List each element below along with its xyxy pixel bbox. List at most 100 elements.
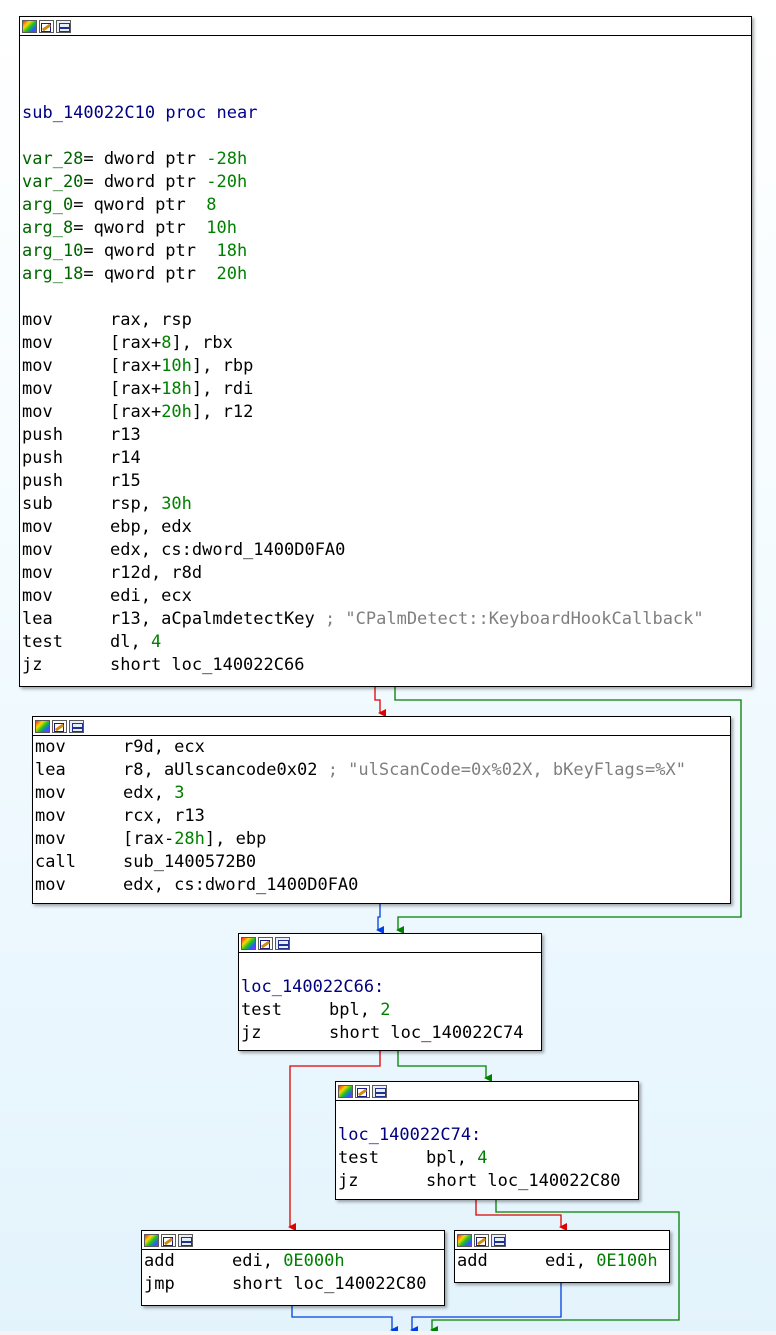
operands: short loc_140022C80	[232, 1274, 427, 1294]
operands: short loc_140022C74	[329, 1023, 524, 1043]
block-label[interactable]: loc_140022C66:	[241, 977, 385, 997]
immediate: 0E000h	[283, 1251, 345, 1271]
immediate: 28h	[174, 829, 205, 849]
instruction-line[interactable]: mov[rax-28h], ebp	[35, 828, 730, 851]
instruction-line[interactable]: mov[rax+10h], rbp	[22, 355, 751, 378]
operands: r9d, ecx	[123, 737, 205, 757]
immediate: 8	[161, 333, 172, 353]
graph-icon[interactable]	[56, 19, 71, 33]
edit-icon[interactable]	[474, 1233, 489, 1247]
graph-icon[interactable]	[491, 1233, 506, 1247]
mnemonic: jz	[241, 1023, 262, 1043]
blank-line	[241, 953, 541, 976]
mnemonic: mov	[22, 586, 53, 606]
operands: edi,	[545, 1251, 597, 1271]
instruction-line[interactable]: mov[rax+8], rbx	[22, 332, 751, 355]
block-label[interactable]: loc_140022C74:	[338, 1125, 482, 1145]
operands: [rax+	[110, 402, 162, 422]
mnemonic: mov	[22, 310, 53, 330]
var-name[interactable]: arg_8	[22, 218, 74, 238]
edit-icon[interactable]	[52, 719, 67, 733]
instruction-line[interactable]: jz short loc_140022C74	[241, 1022, 541, 1045]
operands-tail: ], r12	[191, 402, 254, 422]
var-name[interactable]: arg_0	[22, 195, 74, 215]
graph-icon[interactable]	[275, 936, 290, 950]
color-icon[interactable]	[35, 719, 50, 733]
proc-name[interactable]: sub_140022C10	[22, 103, 156, 123]
edge-b1-false	[374, 686, 386, 717]
blank-space	[22, 36, 751, 102]
mnemonic: lea	[22, 609, 53, 629]
var-name[interactable]: arg_10	[22, 241, 84, 261]
edit-icon[interactable]	[355, 1084, 370, 1098]
mnemonic: jz	[338, 1171, 359, 1191]
code-block-sub-140022c10[interactable]: sub_140022C10 proc near var_28= dword pt…	[19, 16, 752, 687]
color-icon[interactable]	[338, 1084, 353, 1098]
var-name[interactable]: arg_18	[22, 264, 84, 284]
mnemonic: push	[22, 425, 63, 445]
operands-tail: ], rbp	[191, 356, 254, 376]
block-header	[142, 1231, 444, 1250]
proc-line: sub_140022C10 proc near	[22, 102, 751, 125]
mnemonic: mov	[35, 806, 66, 826]
edge-b4-false	[475, 1199, 567, 1231]
var-line: var_20= dword ptr -20h	[22, 171, 751, 194]
edit-icon[interactable]	[39, 19, 54, 33]
operands: sub_1400572B0	[123, 852, 257, 872]
color-icon[interactable]	[144, 1233, 159, 1247]
edge-b2-next	[376, 903, 384, 934]
color-icon[interactable]	[457, 1233, 472, 1247]
edge-b3-false	[288, 1050, 381, 1231]
instruction-line[interactable]: mov[rax+18h], rdi	[22, 378, 751, 401]
instruction-line[interactable]: mov[rax+20h], r12	[22, 401, 751, 424]
color-icon[interactable]	[241, 936, 256, 950]
edit-icon[interactable]	[161, 1233, 176, 1247]
block-header	[20, 17, 751, 36]
operands: bpl,	[329, 1000, 381, 1020]
var-name[interactable]: var_20	[22, 172, 84, 192]
graph-icon[interactable]	[69, 719, 84, 733]
operands: [rax+	[110, 356, 162, 376]
operands: r14	[110, 448, 141, 468]
edge-b4-true	[430, 1199, 680, 1334]
bottom-strip	[0, 1331, 776, 1335]
color-icon[interactable]	[22, 19, 37, 33]
var-line: arg_18= qword ptr 20h	[22, 263, 751, 286]
edge-b3-true	[397, 1050, 492, 1082]
edit-icon[interactable]	[258, 936, 273, 950]
graph-icon[interactable]	[372, 1084, 387, 1098]
graph-icon[interactable]	[178, 1233, 193, 1247]
immediate: 20h	[161, 402, 192, 422]
var-name[interactable]: var_28	[22, 149, 84, 169]
